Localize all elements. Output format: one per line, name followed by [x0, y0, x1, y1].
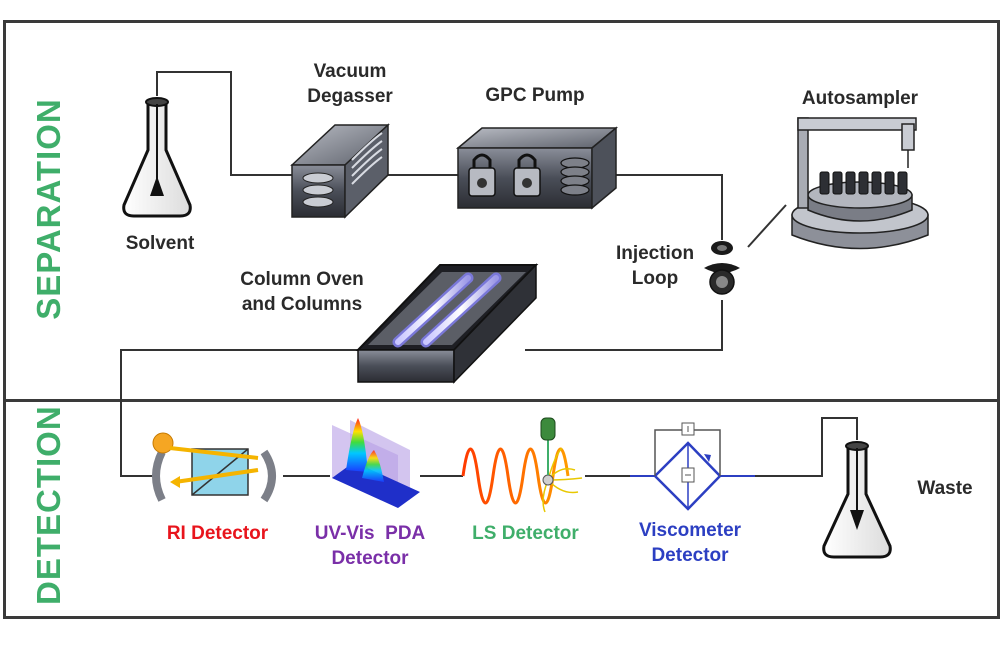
- gpc-pump-label: GPC Pump: [485, 85, 585, 106]
- injection-loop-icon: [704, 241, 740, 295]
- viscometer-detector-label: Viscometer Detector: [620, 518, 760, 568]
- vacuum-degasser-label-line1: Vacuum: [313, 61, 387, 82]
- ri-detector-icon: [152, 432, 276, 503]
- ls-detector-icon: [461, 417, 583, 513]
- waste-flask-icon: [822, 441, 892, 559]
- uv-vis-pda-label-line1: UV-Vis PDA: [314, 523, 426, 544]
- column-oven-label: Column Oven and Columns: [222, 267, 382, 317]
- column-oven-label-line2: and Columns: [241, 294, 363, 315]
- solvent-flask-icon: [122, 97, 192, 218]
- solvent-label: Solvent: [125, 233, 195, 254]
- vacuum-degasser-label: Vacuum Degasser: [290, 59, 410, 109]
- uv-vis-pda-label-line2: Detector: [331, 548, 409, 569]
- vacuum-degasser-label-line2: Degasser: [307, 86, 393, 107]
- uv-vis-pda-detector-icon: [332, 418, 420, 508]
- uv-vis-pda-detector-label: UV-Vis PDA Detector: [300, 521, 440, 571]
- ls-detector-label: LS Detector: [472, 523, 579, 544]
- tubing-lines: [120, 71, 858, 477]
- viscometer-detector-icon: [630, 422, 755, 511]
- vacuum-degasser-icon: [290, 123, 390, 219]
- column-oven-icon: [355, 263, 539, 384]
- separation-section-label: SEPARATION: [30, 98, 67, 320]
- viscometer-label-line2: Detector: [651, 545, 729, 566]
- viscometer-label-line1: Viscometer: [638, 520, 742, 541]
- injection-loop-label-line1: Injection: [615, 243, 695, 264]
- detection-section-label: DETECTION: [30, 405, 67, 605]
- autosampler-icon: [791, 117, 929, 250]
- ri-detector-label: RI Detector: [166, 523, 269, 544]
- injection-loop-label: Injection Loop: [600, 241, 710, 291]
- gpc-pump-icon: [455, 126, 619, 210]
- injection-loop-label-line2: Loop: [631, 268, 679, 289]
- column-oven-label-line1: Column Oven: [240, 269, 364, 290]
- waste-label: Waste: [917, 478, 973, 499]
- autosampler-label: Autosampler: [801, 88, 919, 109]
